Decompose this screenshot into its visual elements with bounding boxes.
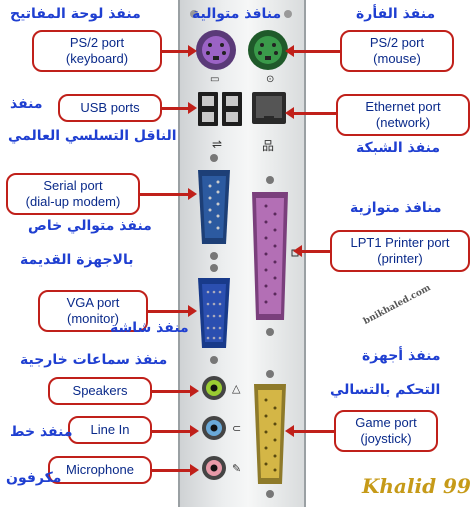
svg-text:⇌: ⇌: [212, 137, 222, 151]
ps2-keyboard-port: [196, 30, 236, 70]
speakers-jack: [202, 376, 226, 400]
arrow-serial: [140, 188, 197, 200]
label-serial-line2: (dial-up modem): [25, 194, 121, 209]
label-ethernet-line2: (network): [375, 115, 431, 130]
io-back-panel: ▭ ⊙ ⇌ 品: [178, 0, 306, 507]
label-ps2-mouse-line1: PS/2 port: [369, 35, 425, 50]
ps2-mouse-port: [248, 30, 288, 70]
label-ps2-mouse-line2: (mouse): [373, 51, 421, 66]
arabic-control-devices-2: التحكم بالتسالي: [330, 382, 441, 398]
arabic-mouse-port: منفذ الفأرة: [356, 6, 436, 22]
arabic-old-serial-2: بالاجهزة القديمة: [20, 252, 134, 268]
label-game-line1: Game port: [355, 415, 417, 430]
label-vga-line1: VGA port: [66, 295, 120, 310]
label-ps2-keyboard-line1: PS/2 port: [69, 35, 125, 50]
arabic-external-speakers: منفذ سماعات خارجية: [20, 352, 168, 368]
label-ethernet: Ethernet port (network): [336, 94, 470, 136]
arabic-keyboard-port: منفذ لوحة المفاتيح: [10, 6, 141, 22]
line-in-jack: [202, 416, 226, 440]
arrow-ethernet: [285, 107, 336, 119]
arabic-serial-ports: منافذ متوالية: [192, 6, 282, 22]
usb-ports: [198, 92, 242, 126]
label-microphone: Microphone: [48, 456, 152, 484]
label-speakers: Speakers: [48, 377, 152, 405]
watermark-author: Khalid 99: [362, 474, 471, 498]
label-line-in-line1: Line In: [90, 422, 130, 437]
arabic-microphone: مكرفون: [6, 470, 62, 486]
arabic-old-serial-1: منفذ متوالي خاص: [28, 218, 152, 234]
label-ps2-keyboard-line2: (keyboard): [65, 51, 129, 66]
watermark-site: bnikhaled.com: [362, 283, 433, 327]
arabic-line-port: منفذ خط: [10, 424, 73, 440]
arrow-lpt1: [293, 245, 330, 257]
arrow-vga: [148, 305, 197, 317]
label-serial-line1: Serial port: [43, 178, 103, 193]
label-lpt1-line1: LPT1 Printer port: [350, 235, 450, 250]
arabic-usb-line2: الناقل التسلسي العالمي: [8, 128, 177, 144]
svg-text:⊙: ⊙: [266, 74, 274, 85]
arrow-line-in: [152, 425, 199, 437]
label-usb-line1: USB ports: [80, 100, 140, 115]
vga-port: [198, 264, 230, 364]
svg-text:✎: ✎: [232, 462, 241, 475]
arrow-mouse: [285, 45, 340, 57]
parallel-port: [252, 176, 288, 336]
game-port: [254, 370, 286, 498]
label-serial: Serial port (dial-up modem): [6, 173, 140, 215]
arabic-network-port: منفذ الشبكة: [356, 140, 441, 156]
label-line-in: Line In: [68, 416, 152, 444]
label-game-line2: (joystick): [360, 431, 412, 446]
serial-port: [198, 154, 230, 260]
arrow-usb: [162, 102, 197, 114]
arrow-keyboard: [162, 45, 197, 57]
svg-text:⊂: ⊂: [232, 422, 241, 435]
arabic-screen-port: منفذ شاشة: [110, 320, 189, 336]
label-speakers-line1: Speakers: [72, 383, 128, 398]
svg-text:品: 品: [262, 139, 274, 153]
label-ethernet-line1: Ethernet port: [365, 99, 441, 114]
ethernet-port: [252, 92, 286, 124]
label-ps2-keyboard: PS/2 port (keyboard): [32, 30, 162, 72]
svg-text:▭: ▭: [210, 74, 219, 85]
label-lpt1-line2: (printer): [377, 251, 423, 266]
arabic-usb-line1: منفذ: [10, 96, 43, 112]
svg-text:△: △: [232, 382, 241, 395]
label-usb: USB ports: [58, 94, 162, 122]
microphone-jack: [202, 456, 226, 480]
label-vga-line2: (monitor): [66, 311, 119, 326]
label-lpt1: LPT1 Printer port (printer): [330, 230, 470, 272]
label-ps2-mouse: PS/2 port (mouse): [340, 30, 454, 72]
arabic-control-devices-1: منفذ أجهزة: [362, 348, 441, 364]
arabic-parallel-ports: منافذ متوازية: [350, 200, 442, 216]
label-vga: VGA port (monitor): [38, 290, 148, 332]
label-microphone-line1: Microphone: [66, 462, 134, 477]
arrow-microphone: [152, 464, 199, 476]
label-game: Game port (joystick): [334, 410, 438, 452]
arrow-speakers: [152, 385, 199, 397]
arrow-game: [285, 425, 334, 437]
panel-ports-drawing: ▭ ⊙ ⇌ 品: [190, 10, 299, 498]
